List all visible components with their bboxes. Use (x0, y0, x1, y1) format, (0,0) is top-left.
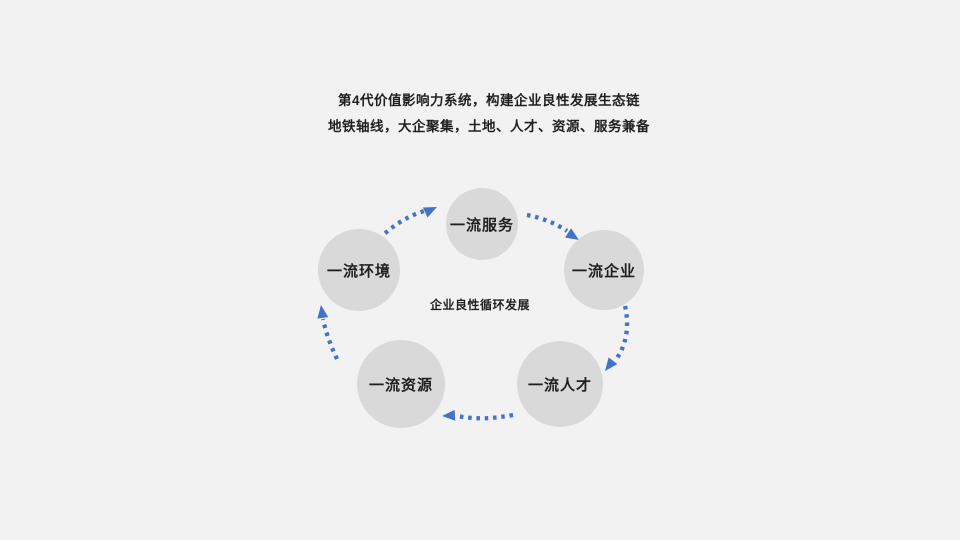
slide-title: 第4代价值影响力系统，构建企业良性发展生态链 地铁轴线，大企聚集，土地、人才、资… (9, 88, 960, 140)
node-service-label: 一流服务 (449, 216, 514, 234)
node-enterprise: 一流企业 (564, 230, 644, 310)
arrow-service-to-enterprise (526, 212, 579, 240)
arrow-environment-to-service (377, 207, 437, 241)
node-service: 一流服务 (446, 188, 518, 260)
cycle-center-label: 企业良性循环发展 (429, 298, 530, 312)
arrow-enterprise-to-talent (605, 305, 630, 371)
title-line-1: 第4代价值影响力系统，构建企业良性发展生态链 (337, 93, 640, 108)
node-talent: 一流人才 (517, 341, 603, 427)
node-environment: 一流环境 (318, 229, 400, 311)
arrow-talent-to-resource (442, 409, 514, 421)
node-talent-label: 一流人才 (527, 376, 592, 394)
arrow-resource-to-environment (317, 305, 339, 360)
node-resource-label: 一流资源 (368, 376, 433, 394)
node-resource: 一流资源 (357, 340, 445, 428)
title-line-2: 地铁轴线，大企聚集，土地、人才、资源、服务兼备 (328, 119, 650, 134)
node-environment-label: 一流环境 (326, 262, 391, 280)
node-enterprise-label: 一流企业 (571, 262, 636, 280)
